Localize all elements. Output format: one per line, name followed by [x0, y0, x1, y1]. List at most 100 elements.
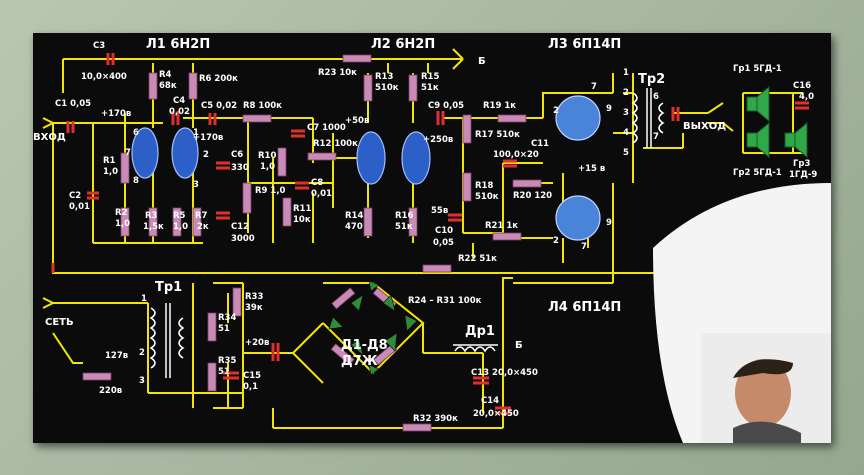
label-c4-value: 0,02 — [169, 107, 190, 117]
capacitor-c6 — [216, 161, 230, 170]
label-l2: Л2 6Н2П — [371, 37, 435, 52]
label-r8: R8 100к — [243, 101, 282, 111]
label-c2: C2 — [69, 191, 81, 201]
tube-l4 — [555, 195, 601, 241]
resistor-r5 — [172, 207, 182, 237]
tube-l2b — [401, 131, 431, 185]
label-r12: R12 100к — [313, 139, 358, 149]
pin-l1-7: 7 — [125, 148, 131, 158]
resistor-r16 — [408, 207, 418, 237]
label-r7-value: 2к — [197, 222, 209, 232]
label-r34-value: 51 — [218, 324, 230, 334]
resistor-r14 — [363, 207, 373, 237]
resistor-r1 — [120, 152, 130, 184]
label-r15-value: 51к — [421, 83, 439, 93]
speaker-gr2-magnet — [746, 132, 758, 148]
label-v-250: +250в — [423, 135, 453, 145]
resistor-r11 — [282, 197, 292, 227]
tube-l3 — [555, 95, 601, 141]
resistor-r8 — [242, 114, 272, 123]
capacitor-c12 — [216, 211, 230, 220]
capacitor-output — [671, 107, 680, 121]
label-c12: C12 — [231, 222, 249, 232]
label-v-170a: +170в — [101, 109, 131, 119]
pin-tr1-2: 2 — [139, 348, 145, 358]
label-output: ВЫХОД — [683, 121, 726, 132]
label-r18: R18 — [475, 181, 493, 191]
pin-l4-9: 9 — [606, 218, 612, 228]
label-c7: C7 1000 — [307, 123, 346, 133]
label-r33: R33 — [245, 292, 263, 302]
resistor-r33 — [232, 287, 242, 317]
diode-1 — [350, 294, 364, 312]
label-r23: R23 10к — [318, 68, 357, 78]
resistor-r19 — [497, 114, 527, 123]
tr1-core — [165, 303, 171, 378]
resistor-r13 — [363, 74, 373, 102]
label-rectifier-type: Д7Ж — [341, 354, 378, 369]
schematic-board: Л1 6Н2П Л2 6Н2П Л3 6П14П Л4 6П14П Д1-Д8 … — [33, 33, 831, 443]
resistor-r9 — [242, 182, 252, 214]
label-r33-value: 39к — [245, 303, 263, 313]
label-r10-value: 1,0 — [260, 162, 275, 172]
resistor-r22 — [422, 264, 452, 273]
label-c8-value: 0,01 — [311, 189, 332, 199]
pin-tr2-4: 4 — [623, 128, 629, 138]
pin-l4-7: 7 — [581, 242, 587, 252]
capacitor-c16 — [795, 101, 809, 110]
diode-6 — [404, 314, 418, 332]
label-v-15: +15 в — [578, 164, 605, 174]
pin-l1-3: 3 — [193, 180, 199, 190]
label-l4: Л4 6П14П — [548, 300, 621, 315]
pin-tr1-1: 1 — [141, 294, 147, 304]
label-r5-value: 1,0 — [173, 222, 188, 232]
choke-dr1 — [454, 346, 496, 353]
label-r19: R19 1к — [483, 101, 516, 111]
label-r3-value: 1,5к — [143, 222, 164, 232]
label-rectifier: Д1-Д8 — [341, 338, 388, 353]
label-mains: СЕТЬ — [45, 317, 74, 328]
label-c13: C13 20,0×450 — [471, 368, 538, 378]
label-gr2: Гр2 5ГД-1 — [733, 168, 782, 178]
label-v-170b: +170в — [193, 133, 223, 143]
label-v-50: +50в — [345, 116, 369, 126]
label-c11: C11 — [531, 139, 549, 149]
capacitors — [51, 53, 809, 415]
pin-tr1-3: 3 — [139, 376, 145, 386]
photo-inset — [653, 183, 831, 443]
label-r4-value: 68к — [159, 81, 177, 91]
label-c9: C9 0,05 — [428, 101, 464, 111]
resistor-r12 — [307, 152, 337, 161]
pin-l4-2: 2 — [553, 236, 559, 246]
capacitor-20v — [271, 343, 280, 361]
pin-l1-2: 2 — [203, 150, 209, 160]
label-r32: R32 390к — [413, 414, 458, 424]
resistor-r2 — [120, 207, 130, 237]
pin-tr2-6: 6 — [653, 92, 659, 102]
resistor-r17 — [462, 114, 472, 144]
label-c10: C10 — [435, 226, 453, 236]
speaker-gr1-cone — [756, 85, 770, 123]
resistor-r32 — [402, 423, 432, 432]
tube-l1a — [131, 127, 159, 179]
label-c6-value: 330 — [231, 163, 249, 173]
tr1-primary — [149, 307, 156, 369]
label-c6: C6 — [231, 150, 243, 160]
resistor-r4 — [148, 72, 158, 100]
resistor-r18 — [462, 172, 472, 202]
label-r24: R24 – R31 100к — [408, 296, 482, 306]
label-tr1: Тр1 — [155, 280, 182, 295]
rectifier-bridge — [328, 280, 418, 376]
pin-tr2-7: 7 — [653, 132, 659, 142]
label-v-20: +20в — [245, 338, 269, 348]
label-r9: R9 1,0 — [255, 186, 286, 196]
capacitor-c1 — [66, 121, 75, 133]
label-r35: R35 — [218, 356, 236, 366]
capacitor-c2 — [87, 191, 99, 200]
capacitor-c9 — [436, 111, 445, 125]
label-r1-value: 1,0 — [103, 167, 118, 177]
capacitor-c4 — [171, 111, 180, 125]
label-r35-value: 51 — [218, 367, 230, 377]
label-l1: Л1 6Н2П — [146, 37, 210, 52]
label-r6: R6 200к — [199, 74, 238, 84]
